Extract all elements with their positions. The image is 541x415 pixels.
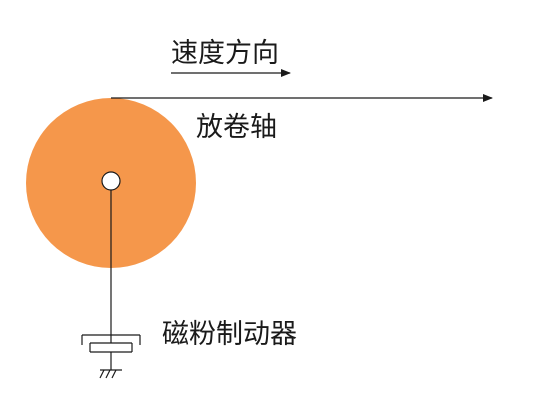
- reel-axle: [101, 171, 121, 191]
- ground-icon: [99, 369, 122, 379]
- speed-direction-label: 速度方向: [171, 38, 279, 69]
- magnetic-powder-brake-label: 磁粉制动器: [162, 319, 297, 350]
- unwind-shaft-label: 放卷轴: [196, 112, 277, 143]
- brake-symbol: [81, 334, 141, 370]
